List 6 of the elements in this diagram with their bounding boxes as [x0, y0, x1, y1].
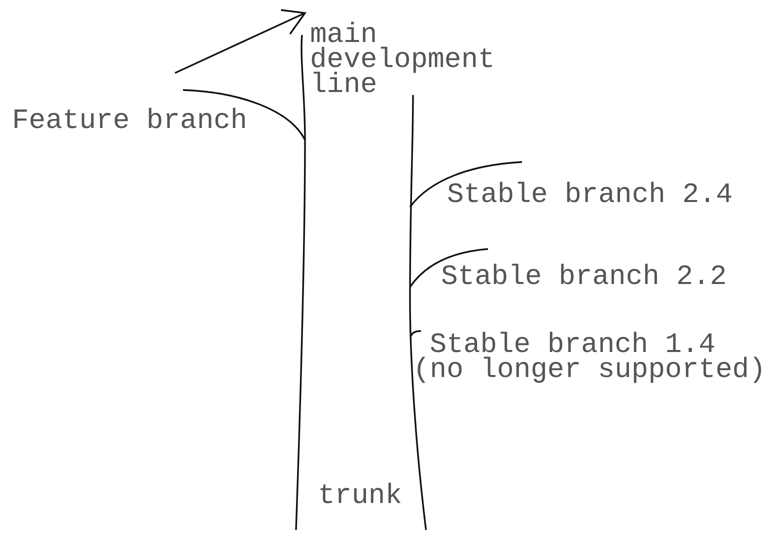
branch-label: Feature branch: [12, 109, 248, 134]
branch-label: Stable branch 2.2: [441, 265, 728, 290]
branch-label: Stable branch 2.4: [447, 183, 734, 208]
trunk-label: trunk: [318, 484, 404, 509]
branch-label: Stable branch 1.4 (no longer supported): [413, 333, 767, 383]
line-label: main development line: [310, 23, 496, 98]
